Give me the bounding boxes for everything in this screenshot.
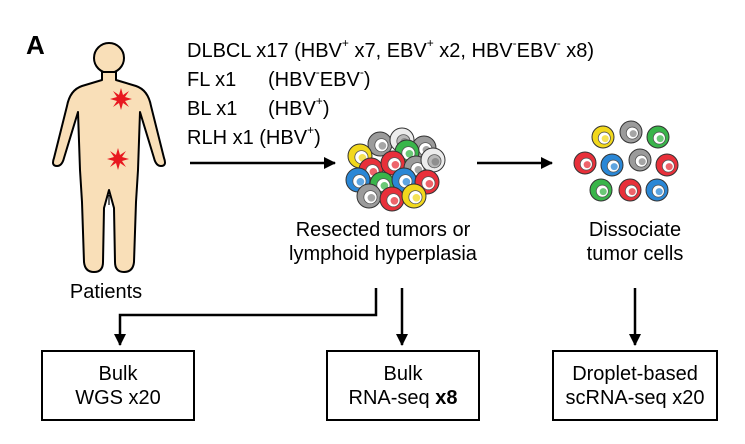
cohort-fl-name: FL x1: [187, 69, 237, 91]
cell-icon: [367, 131, 393, 157]
cell-icon: [573, 151, 597, 175]
cell-icon: [655, 153, 679, 177]
cohort-rlh-text: (HBV: [253, 127, 308, 149]
cohort-dlbcl-text: (HBV: [288, 40, 342, 62]
cohort-dlbcl-text: x7, EBV: [348, 40, 427, 62]
cohort-fl-text: EBV: [319, 69, 360, 91]
cell-icon: [645, 178, 669, 202]
cell-icon: [356, 183, 382, 209]
bulk-rnaseq-line-1: Bulk: [383, 362, 423, 385]
resected-line-2: lymphoid hyperplasia: [289, 243, 477, 265]
lesion-icon: [107, 88, 132, 170]
cohort-bl-text: (HBV: [268, 98, 316, 120]
cell-icon: [589, 178, 613, 202]
cell-icon: [591, 125, 615, 149]
cohort-fl-text: ): [363, 69, 371, 91]
cohort-dlbcl-text: x2, HBV: [433, 40, 513, 62]
hbv-status: -: [315, 65, 320, 80]
cohort-rlh: RLH x1 (HBV+): [187, 124, 321, 150]
scrnaseq-box: Droplet-based scRNA-seq x20: [552, 350, 718, 421]
hbv-status: -: [512, 36, 517, 51]
bulk-wgs-line-2: WGS x20: [75, 386, 161, 409]
cohort-bl-name: BL x1: [187, 98, 238, 120]
ebv-status: -: [359, 65, 364, 80]
cell-icon: [420, 147, 446, 173]
resected-tumors-label: Resected tumors or lymphoid hyperplasia: [268, 218, 498, 266]
bulk-rnaseq-line-2: RNA-seq x8: [349, 386, 458, 410]
ebv-status: +: [426, 36, 434, 51]
ebv-status: -: [556, 36, 561, 51]
bulk-rnaseq-count: x8: [435, 386, 458, 409]
dissociated-cells: [573, 120, 679, 202]
cohort-rlh-name: RLH x1: [187, 127, 254, 149]
cohort-fl: FL x1(HBV-EBV-): [187, 66, 371, 92]
scrnaseq-line-2: scRNA-seq x20: [565, 386, 705, 409]
cohort-dlbcl-text: EBV: [516, 40, 557, 62]
dissociate-line-1: Dissociate: [588, 219, 682, 241]
bulk-wgs-line-1: Bulk: [98, 362, 138, 385]
cohort-fl-text: (HBV: [268, 69, 316, 91]
bulk-rnaseq-box: Bulk RNA-seq x8: [326, 350, 480, 421]
cell-icon: [628, 148, 652, 172]
hbv-status: +: [341, 36, 349, 51]
dissociate-line-2: tumor cells: [586, 243, 684, 265]
dissociate-label: Dissociate tumor cells: [560, 218, 710, 266]
cell-icon: [646, 125, 670, 149]
patients-label-text: Patients: [69, 281, 143, 303]
scrnaseq-line-1: Droplet-based: [572, 362, 698, 385]
cell-icon: [401, 183, 427, 209]
cohort-dlbcl-text: x8): [560, 40, 595, 62]
patient-figure-icon: [52, 42, 166, 273]
bulk-rnaseq-text: RNA-seq: [348, 386, 436, 409]
cell-icon: [379, 186, 405, 212]
hbv-status: +: [307, 123, 315, 138]
cohort-bl: BL x1 (HBV+): [187, 95, 330, 121]
cell-icon: [618, 178, 642, 202]
panel-label: A: [26, 30, 45, 60]
tumor-cell-cluster: [345, 127, 446, 212]
bulk-wgs-box: Bulk WGS x20: [41, 350, 195, 421]
cohort-bl-text: ): [322, 98, 330, 120]
cell-icon: [619, 120, 643, 144]
resected-line-1: Resected tumors or: [295, 219, 471, 241]
arrow-to-bulk-wgs: [114, 288, 378, 346]
hbv-status: +: [315, 94, 323, 109]
cohort-rlh-text: ): [314, 127, 321, 149]
cohort-dlbcl: DLBCL x17 (HBV+ x7, EBV+ x2, HBV-EBV- x8…: [187, 37, 595, 63]
cell-icon: [600, 153, 624, 177]
cohort-dlbcl-name: DLBCL x17: [187, 40, 289, 62]
